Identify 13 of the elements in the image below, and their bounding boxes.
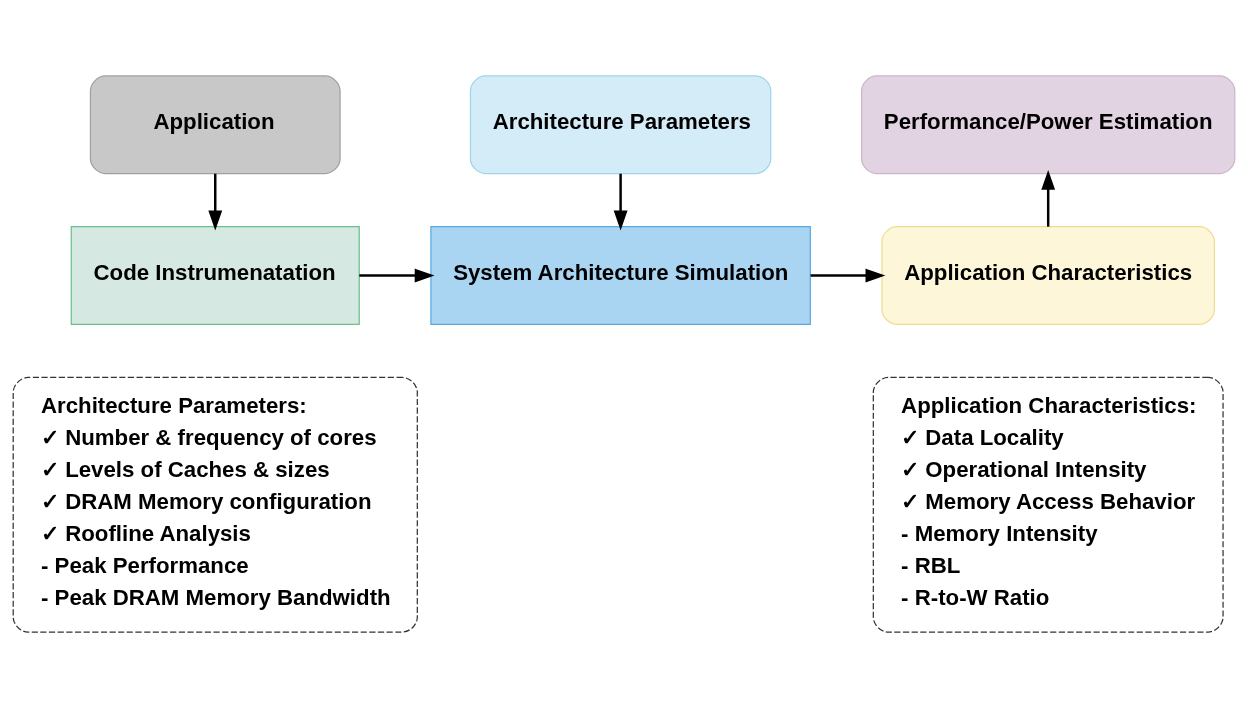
node-box: Code Instrumenatation: [70, 226, 360, 325]
node-box: Application Characteristics: ✓ Data Locality ✓ Operational Intensity ✓ Memory Access Behavior - Memory Intensity - RBL - R-to-W Ratio: [872, 376, 1224, 633]
arrow: [1041, 170, 1056, 227]
node-box: System Architecture Simulation: [430, 226, 811, 325]
arrow: [359, 268, 435, 283]
node-box: Application: [89, 75, 341, 175]
node-box: Performance/Power Estimation: [860, 75, 1236, 175]
node-box: Architecture Parameters: ✓ Number & frequency of cores ✓ Levels of Caches & sizes ✓ DRAM Memory configuration ✓ Roofline Analysis - Peak Performance - Peak DRAM Memory Bandwidth: [12, 376, 418, 633]
arrow: [208, 173, 223, 231]
node-box: Application Characteristics: [881, 226, 1216, 325]
arrow: [613, 173, 628, 231]
node-box: Architecture Parameters: [469, 75, 772, 175]
arrow: [810, 268, 886, 283]
